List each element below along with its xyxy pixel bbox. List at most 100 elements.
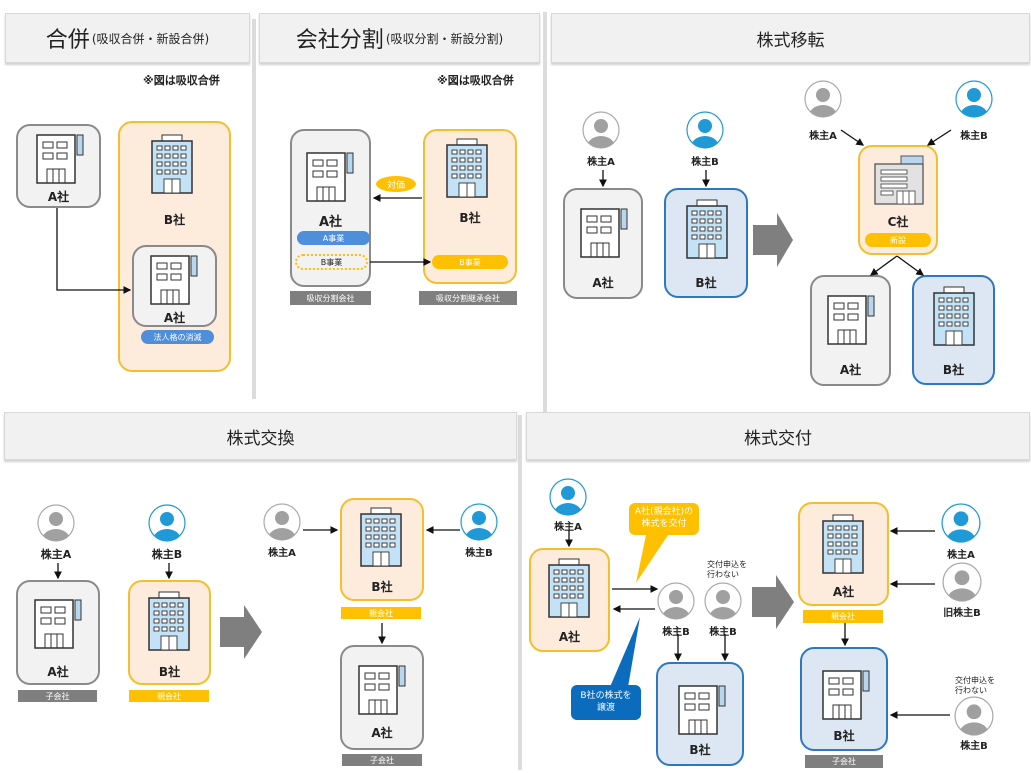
tower-building-icon	[147, 590, 191, 656]
person-gray-icon	[37, 504, 75, 542]
tower-building-icon	[932, 285, 976, 351]
exchange-after-subsidiary-tag: 子会社	[342, 754, 422, 766]
split-successor-tag: 吸収分割継承会社	[419, 291, 517, 305]
exchange-after-company-a-label: A社	[371, 726, 393, 740]
office-building-icon	[149, 254, 201, 310]
transfer-header: 株式移転	[551, 13, 1030, 63]
merger-company-a-inner-label: A社	[163, 311, 186, 325]
person-gray-icon	[657, 582, 695, 620]
office-building-icon	[826, 294, 878, 350]
person-blue-icon	[148, 504, 186, 542]
delivery-after-parent-tag: 親会社	[803, 610, 883, 623]
merger-header: 合併 (吸収合併・新設合併)	[5, 13, 250, 63]
person-gray-icon	[263, 503, 301, 541]
transfer-c-to-b-arrow	[896, 255, 925, 276]
delivery-after-company-b-box	[800, 647, 888, 751]
person-blue-icon	[941, 503, 981, 543]
office-building-icon	[35, 133, 87, 189]
delivery-no-apply-note: 交付申込を 行わない	[707, 560, 747, 579]
transfer-after-company-b-label: B社	[942, 363, 965, 377]
person-blue-icon	[955, 80, 993, 118]
person-gray-icon	[942, 562, 982, 602]
exchange-shareholder-b-label: 株主B	[151, 548, 183, 561]
exchange-company-b-label: B社	[158, 665, 181, 679]
transfer-c-to-a-arrow	[869, 255, 898, 276]
exchange-company-a-label: A社	[47, 665, 69, 679]
split-business-b-tag: B事業	[432, 255, 508, 269]
exchange-title: 株式交換	[226, 428, 295, 449]
transfer-after-shareholder-b-label: 株主B	[960, 131, 988, 142]
office-building-icon	[579, 207, 631, 263]
merger-extinction-tag: 法人格の消滅	[141, 330, 214, 344]
split-header: 会社分割 (吸収分割・新設分割)	[259, 13, 540, 63]
person-gray-icon	[954, 696, 994, 736]
person-gray-icon	[582, 111, 620, 149]
delivery-after-former-b-label: 旧株主B	[943, 608, 981, 619]
transfer-company-a-label: A社	[592, 276, 614, 290]
delivery-header: 株式交付	[526, 412, 1030, 460]
split-company-b-label: B社	[459, 211, 481, 225]
tower-building-icon	[821, 513, 865, 579]
person-gray-icon	[804, 80, 842, 118]
split-company-a-label: A社	[318, 215, 343, 230]
exchange-after-company-b-label: B社	[371, 580, 393, 594]
merger-subtitle: (吸収合併・新設合併)	[91, 31, 210, 46]
process-arrow-icon	[220, 605, 262, 663]
delivery-after-shareholder-a-label: 株主A	[947, 550, 975, 561]
office-building-icon	[677, 684, 729, 740]
delivery-title: 株式交付	[744, 428, 812, 449]
delivery-deliver-bubble-tail	[636, 535, 668, 583]
delivery-after-company-a-label: A社	[832, 585, 855, 599]
merger-company-a-label: A社	[47, 190, 70, 204]
split-note: ※図は吸収合併	[437, 74, 514, 87]
exchange-after-parent-tag: 親会社	[341, 607, 421, 619]
split-company-tag: 吸収分割会社	[290, 291, 371, 305]
tower-building-icon	[547, 557, 591, 623]
delivery-shareholder-b2-label: 株主B	[709, 627, 737, 638]
merger-company-b-label: B社	[163, 213, 186, 227]
person-gray-icon	[704, 582, 742, 620]
transfer-shareholder-b-label: 株主B	[691, 157, 719, 168]
separator-vertical-2	[543, 12, 547, 412]
split-business-b-dotted-tag: B事業	[295, 254, 368, 270]
exchange-after-shareholder-b-label: 株主B	[465, 548, 493, 559]
transfer-title: 株式移転	[756, 30, 825, 51]
exchange-subsidiary-tag: 子会社	[18, 690, 97, 702]
split-business-a-tag: A事業	[297, 231, 370, 245]
delivery-after-no-apply-note: 交付申込を 行わない	[955, 676, 995, 695]
delivery-company-a-label: A社	[558, 630, 581, 644]
delivery-after-subsidiary-tag: 子会社	[805, 755, 883, 768]
separator-vertical-1	[252, 19, 256, 399]
new-building-icon	[871, 154, 927, 210]
merger-title: 合併	[45, 28, 90, 53]
person-blue-icon	[460, 503, 498, 541]
exchange-header: 株式交換	[4, 412, 517, 460]
transfer-shareholder-a-label: 株主A	[587, 157, 615, 168]
separator-vertical-3	[518, 415, 522, 770]
delivery-deliver-bubble: A社(親会社)の 株式を交付	[629, 503, 699, 535]
delivery-company-b-label: B社	[689, 743, 711, 757]
office-building-icon	[821, 669, 873, 725]
tower-building-icon	[445, 137, 489, 203]
office-building-icon	[305, 151, 357, 207]
split-subtitle: (吸収分割・新設分割)	[385, 31, 504, 46]
delivery-shareholder-b1-label: 株主B	[662, 627, 690, 638]
split-consideration-tag: 対価	[376, 176, 416, 192]
delivery-after-company-b-label: B社	[833, 729, 855, 743]
delivery-transfer-bubble-tail	[610, 617, 640, 687]
tower-building-icon	[359, 506, 403, 572]
exchange-shareholder-a-label: 株主A	[40, 548, 72, 561]
delivery-after-shareholder-b-label: 株主B	[960, 741, 988, 752]
tower-building-icon	[685, 198, 729, 264]
delivery-shareholder-a-label: 株主A	[554, 522, 582, 533]
person-blue-icon	[549, 478, 587, 516]
split-title: 会社分割	[295, 28, 384, 53]
exchange-parent-tag: 親会社	[129, 690, 209, 702]
transfer-company-c-label: C社	[887, 215, 909, 229]
office-building-icon	[357, 664, 409, 720]
person-blue-icon	[686, 111, 724, 149]
transfer-company-b-label: B社	[695, 276, 717, 290]
merger-note: ※図は吸収合併	[143, 74, 220, 87]
tower-building-icon	[150, 133, 194, 199]
transfer-after-company-a-label: A社	[839, 363, 862, 377]
